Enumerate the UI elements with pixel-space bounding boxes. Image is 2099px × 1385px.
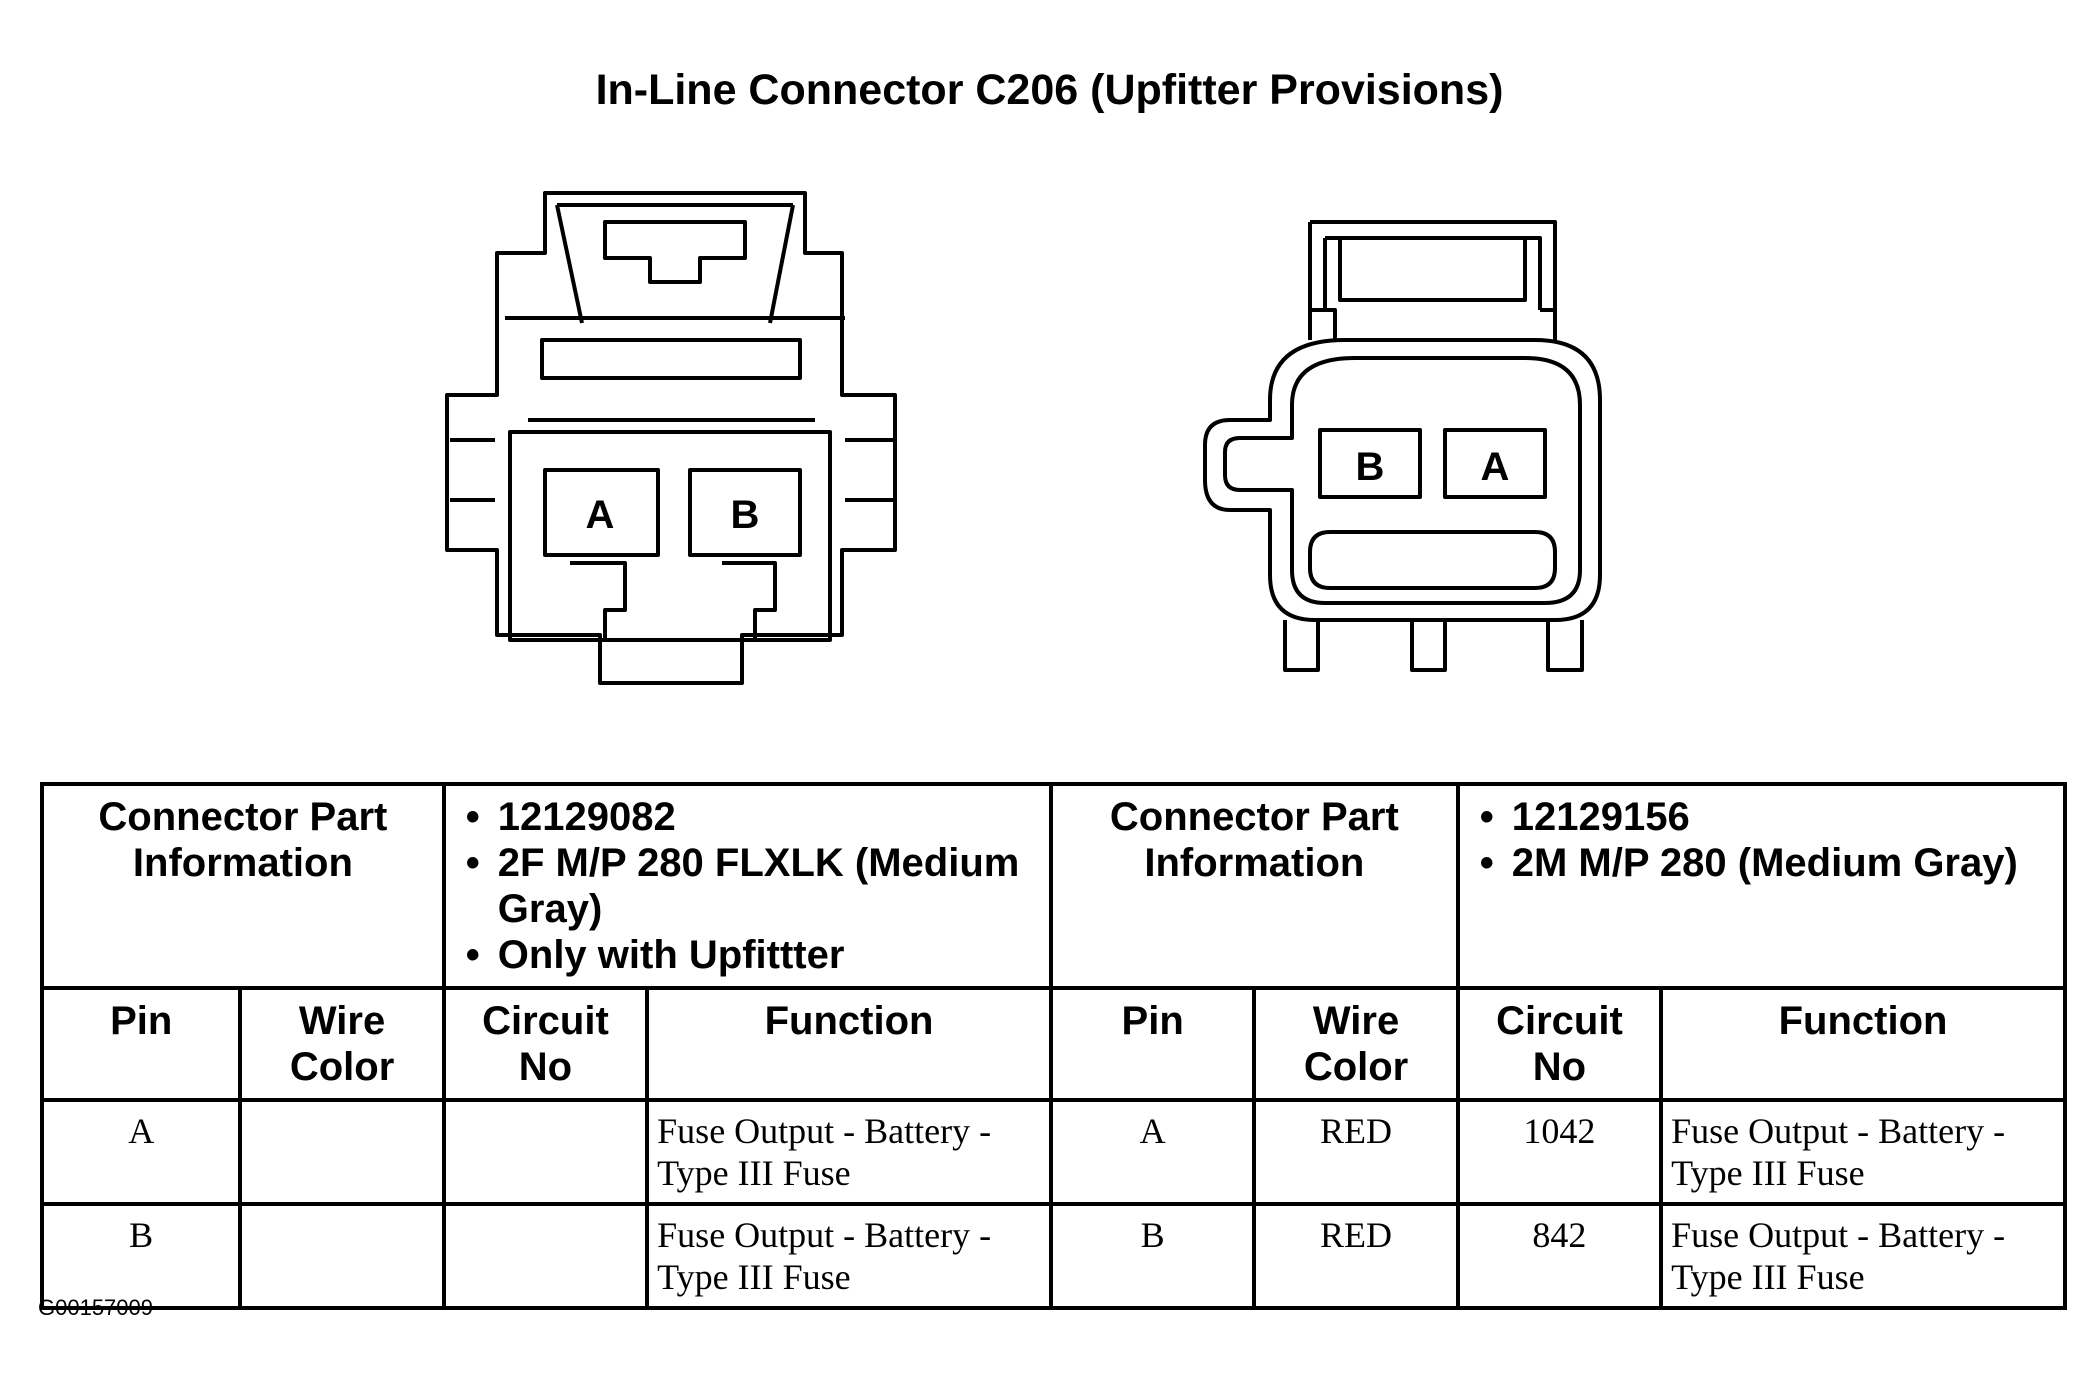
table-row: B Fuse Output - Battery - Type III Fuse … [39,1202,2067,1310]
left-pin-a-label: A [586,493,615,537]
left-part-label: Connector Part Information [40,782,446,990]
left-circuit-no [441,1202,650,1310]
part-info-row: Connector Part Information 12129082 2F M… [40,782,2068,990]
right-pin-a-label: A [1481,445,1510,489]
right-part-info: 12129156 2M M/P 280 (Medium Gray) [1455,782,2068,990]
connector-drawings: A B B A [445,191,1602,685]
right-connector-drawing: B A [1203,220,1602,672]
column-header-row: Pin Wire Color Circuit No Function Pin W… [39,986,2067,1102]
right-function: Fuse Output - Battery - Type III Fuse [1659,1098,2067,1206]
left-wire-color [238,1098,446,1206]
right-part-number: 12129156 [1480,794,2055,840]
col-header-function: Function [1659,986,2067,1102]
right-circuit-no: 1042 [1455,1098,1664,1206]
right-circuit-no: 842 [1455,1202,1664,1310]
right-function: Fuse Output - Battery - Type III Fuse [1659,1202,2067,1310]
right-part-type: 2M M/P 280 (Medium Gray) [1480,840,2055,886]
col-header-pin: Pin [39,986,243,1102]
left-pin-a-cavity [543,468,660,557]
left-part-info: 12129082 2F M/P 280 FLXLK (Medium Gray) … [441,782,1053,990]
left-circuit-no [441,1098,650,1206]
left-part-number: 12129082 [466,794,1041,840]
figure-code: G00157009 [38,1295,153,1320]
left-pin-b-label: B [731,493,760,537]
left-connector-drawing: A B [445,191,897,685]
left-part-type: 2F M/P 280 FLXLK (Medium Gray) [466,840,1041,932]
left-pin: A [39,1098,243,1206]
table-row: A Fuse Output - Battery - Type III Fuse … [39,1098,2067,1206]
right-pin-b-label: B [1356,445,1385,489]
connector-info-table: Connector Part Information 12129082 2F M… [39,782,2068,1310]
col-header-wire-color: Wire Color [238,986,446,1102]
right-pin: B [1048,1202,1257,1310]
col-header-function: Function [645,986,1053,1102]
right-pin-b-cavity [1318,428,1422,499]
right-pin: A [1048,1098,1257,1206]
diagram-title: In-Line Connector C206 (Upfitter Provisi… [595,66,1504,114]
right-wire-color: RED [1252,1202,1460,1310]
right-part-label: Connector Part Information [1048,782,1460,990]
left-function: Fuse Output - Battery - Type III Fuse [645,1202,1053,1310]
left-wire-color [238,1202,446,1310]
left-function: Fuse Output - Battery - Type III Fuse [645,1098,1053,1206]
col-header-pin: Pin [1048,986,1257,1102]
left-pin-b-cavity [688,468,802,557]
right-wire-color: RED [1252,1098,1460,1206]
col-header-circuit-no: Circuit No [441,986,650,1102]
left-part-note: Only with Upfittter [466,932,1041,978]
col-header-wire-color: Wire Color [1252,986,1460,1102]
left-pin: B [39,1202,243,1310]
right-pin-a-cavity [1443,428,1547,499]
col-header-circuit-no: Circuit No [1455,986,1664,1102]
